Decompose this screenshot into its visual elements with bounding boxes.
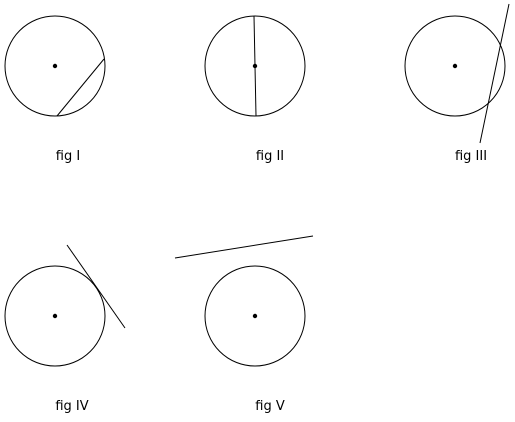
figure-1 — [4, 15, 106, 117]
figure-4-center-dot — [52, 313, 58, 319]
figure-1-circle — [4, 15, 106, 117]
figure-2-circle — [204, 15, 306, 117]
figure-1-center-dot — [52, 63, 58, 69]
figure-3 — [404, 3, 510, 144]
figure-3-center-dot — [452, 63, 458, 69]
figure-3-circle — [404, 15, 506, 117]
figure-5 — [174, 235, 314, 367]
figure-2-label: fig II — [255, 149, 285, 164]
figure-3-secant-line — [479, 3, 510, 144]
figure-1-label: fig I — [55, 149, 81, 164]
figure-4-tangent-line — [66, 244, 126, 329]
figure-3-label: fig III — [454, 149, 488, 164]
figure-5-label: fig V — [255, 399, 285, 414]
figure-4 — [4, 244, 126, 367]
figure-1-chord-line — [56, 58, 105, 117]
figure-4-circle — [4, 265, 106, 367]
figure-2 — [204, 15, 306, 117]
figure-5-center-dot — [252, 313, 258, 319]
figure-5-external-line — [174, 235, 314, 259]
figure-4-label: fig IV — [55, 399, 89, 414]
figure-2-diameter-line — [253, 15, 257, 117]
figure-5-circle — [204, 265, 306, 367]
